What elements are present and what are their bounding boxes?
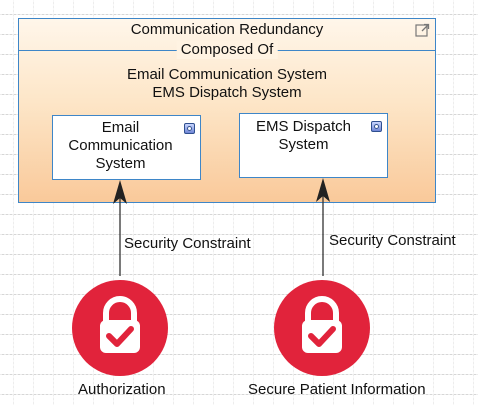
section-label-composed-of: Composed Of (176, 41, 278, 59)
part-label-line: System (278, 136, 329, 153)
node-label-secure-patient-information: Secure Patient Information (248, 381, 426, 398)
member-ems-dispatch-system: EMS Dispatch System (152, 84, 302, 101)
part-label-line: System (95, 155, 146, 172)
block-title: Communication Redundancy (130, 21, 324, 38)
component-icon (184, 123, 195, 134)
lock-check-icon[interactable] (70, 278, 170, 378)
edge-label-security-constraint: Security Constraint (329, 232, 456, 249)
connector-authorization-to-email[interactable] (113, 180, 127, 276)
part-email-communication-system[interactable]: Email Communication System (52, 115, 201, 180)
external-link-icon[interactable] (415, 23, 430, 38)
member-email-communication-system: Email Communication System (126, 66, 328, 83)
lock-check-icon[interactable] (272, 278, 372, 378)
part-ems-dispatch-system[interactable]: EMS Dispatch System (239, 113, 388, 178)
connector-secure-patient-info-to-ems[interactable] (316, 178, 330, 276)
component-icon (371, 121, 382, 132)
node-label-authorization: Authorization (78, 381, 166, 398)
part-label-line: EMS Dispatch (255, 118, 352, 135)
composite-block-communication-redundancy[interactable]: Communication Redundancy Composed Of Ema… (18, 18, 436, 203)
part-label-line: Email (101, 119, 140, 136)
part-label-line: Communication (68, 137, 173, 154)
edge-label-security-constraint: Security Constraint (124, 235, 251, 252)
